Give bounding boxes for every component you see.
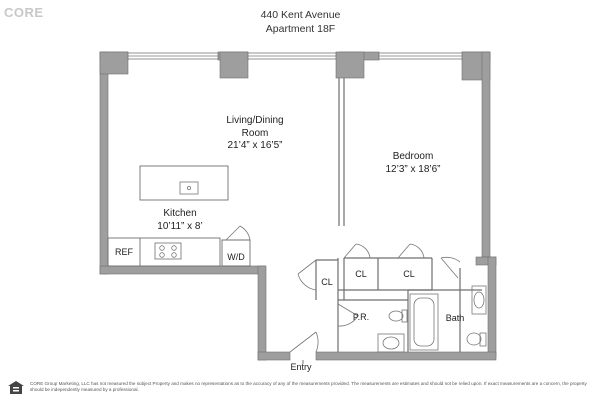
windows (127, 52, 463, 60)
living-room-name-2: Room (241, 127, 269, 139)
living-room-label: Living/Dining Room 21’4” x 16’5” (210, 115, 300, 153)
exterior-walls (99, 51, 497, 361)
plan-unit: Apartment 18F (265, 23, 336, 35)
bath-label: Bath (445, 313, 465, 323)
kitchen-dims: 10’11” x 8’ (157, 220, 203, 232)
bedroom-dims: 12’3” x 18’6” (385, 163, 441, 175)
powder-room-label: P.R. (352, 312, 370, 322)
entry-label: Entry (290, 362, 312, 372)
interior-walls (107, 78, 482, 352)
living-room-dims: 21’4” x 16’5” (227, 140, 283, 151)
door-swings (225, 225, 461, 353)
plan-address: 440 Kent Avenue (260, 9, 341, 21)
bedroom-label: Bedroom 12’3” x 18’6” (368, 151, 458, 176)
living-room-name-1: Living/Dining (226, 115, 284, 126)
closet-label-center: CL (355, 269, 367, 279)
equal-housing-icon (8, 381, 24, 394)
bedroom-name: Bedroom (392, 151, 434, 162)
disclaimer-text: CORE Group Marketing, LLC has not measur… (30, 381, 587, 392)
kitchen-label: Kitchen 10’11” x 8’ (140, 208, 220, 233)
washer-dryer-label: W/D (227, 252, 245, 262)
refrigerator-label: REF (115, 247, 133, 257)
kitchen-name: Kitchen (163, 208, 197, 219)
closet-label-hall: CL (321, 277, 333, 287)
fixtures (159, 181, 487, 353)
brand-logo: CORE (4, 5, 44, 20)
closet-label-right: CL (403, 269, 415, 279)
